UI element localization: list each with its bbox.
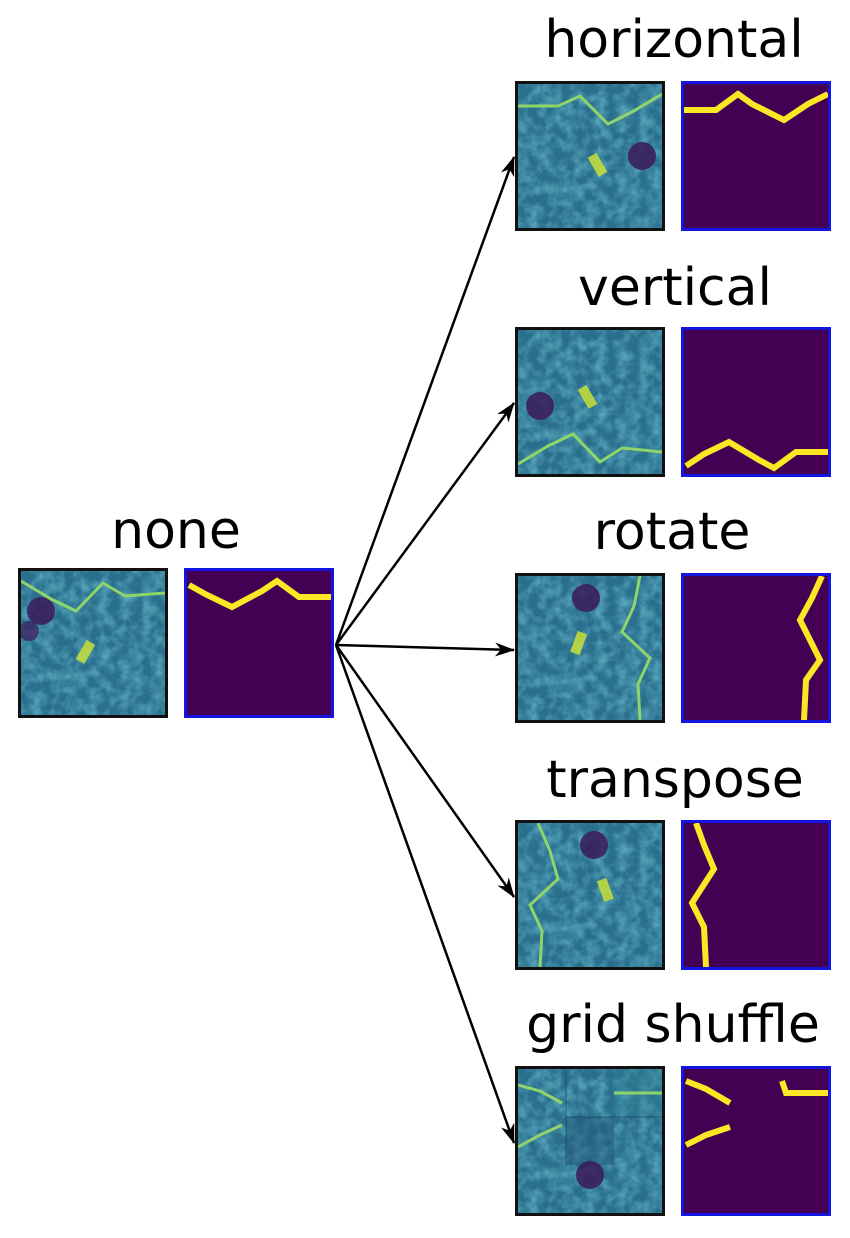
label-transpose: transpose bbox=[546, 750, 804, 810]
image-horizontal bbox=[515, 81, 665, 231]
mask-none bbox=[184, 568, 334, 718]
image-none bbox=[18, 568, 168, 718]
label-none: none bbox=[111, 501, 241, 561]
mask-rotate bbox=[681, 573, 831, 723]
label-vertical: vertical bbox=[578, 258, 772, 318]
image-grid-shuffle bbox=[515, 1066, 665, 1216]
arrow-vertical bbox=[334, 402, 516, 646]
mask-grid-shuffle bbox=[681, 1066, 831, 1216]
mask-vertical bbox=[681, 327, 831, 477]
image-rotate bbox=[515, 573, 665, 723]
label-rotate: rotate bbox=[593, 502, 751, 562]
arrow-horizontal bbox=[334, 156, 516, 646]
mask-transpose bbox=[681, 820, 831, 970]
label-horizontal: horizontal bbox=[544, 10, 804, 70]
image-transpose bbox=[515, 820, 665, 970]
arrow-transpose bbox=[334, 644, 516, 898]
arrow-rotate bbox=[335, 642, 515, 657]
arrow-grid-shuffle bbox=[334, 644, 516, 1144]
label-grid-shuffle: grid shuffle bbox=[526, 995, 820, 1055]
image-vertical bbox=[515, 327, 665, 477]
mask-horizontal bbox=[681, 81, 831, 231]
